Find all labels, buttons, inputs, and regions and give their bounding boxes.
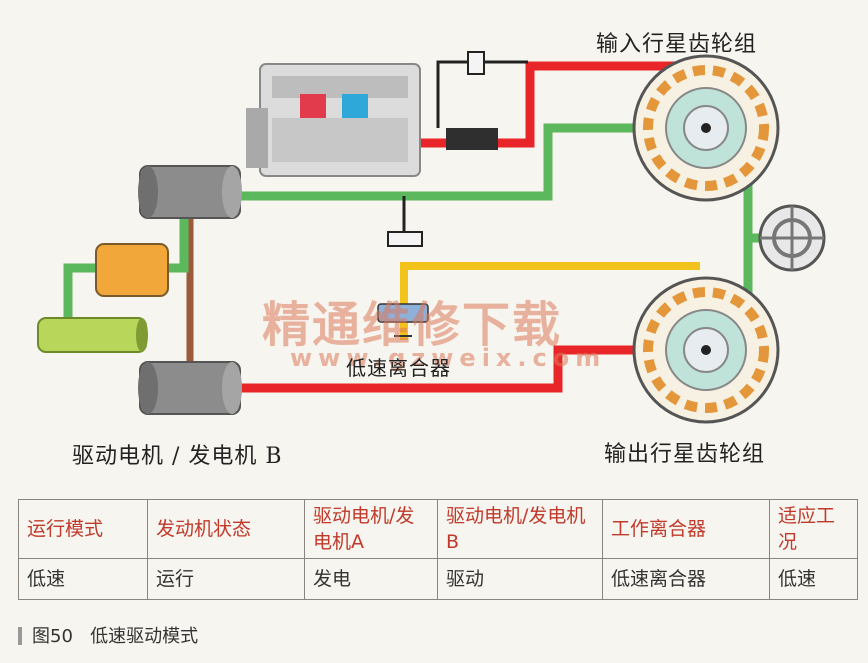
wheel-icon: [758, 204, 826, 272]
table-header-row: 运行模式 发动机状态 驱动电机/发电机A 驱动电机/发电机B 工作离合器 适应工…: [18, 499, 858, 559]
figure-number: 图50: [32, 626, 73, 647]
low-speed-clutch-label: 低速离合器: [346, 356, 451, 380]
watermark-url: www.gzweix.com: [290, 344, 607, 372]
clutch-icon: [387, 231, 423, 247]
figure-title: 低速驱动模式: [90, 626, 199, 647]
table-cell: 低速: [769, 558, 858, 600]
table-cell: 低速离合器: [602, 558, 770, 600]
table-cell: 驱动: [437, 558, 603, 600]
table-header-cell: 驱动电机/发电机B: [437, 499, 603, 559]
hybrid-drive-diagram: [37, 51, 826, 424]
table-cell: 低速: [18, 558, 148, 600]
damper-icon: [467, 51, 528, 75]
table-row: 低速 运行 发电 驱动 低速离合器 低速: [18, 558, 858, 600]
motor-b-icon: [138, 361, 242, 415]
output-planetary-gear-icon: [632, 276, 780, 424]
engine-link-path: [436, 60, 468, 128]
figure-caption: 图50 低速驱动模式: [18, 622, 198, 648]
engine-icon: [246, 63, 421, 177]
input-planetary-label: 输入行星齿轮组: [596, 32, 758, 57]
watermark-main: 精通维修下载: [262, 297, 563, 353]
output-planetary-label: 输出行星齿轮组: [604, 442, 766, 467]
table-header-cell: 适应工况: [769, 499, 858, 559]
generator-block-icon: [446, 128, 498, 150]
table-header-cell: 工作离合器: [602, 499, 770, 559]
input-planetary-gear-icon: [632, 54, 780, 202]
mode-table: 运行模式 发动机状态 驱动电机/发电机A 驱动电机/发电机B 工作离合器 适应工…: [18, 499, 858, 600]
battery-icon: [37, 317, 148, 353]
table-cell: 发电: [304, 558, 438, 600]
table-header-cell: 驱动电机/发电机A: [304, 499, 438, 559]
inverter-icon: [95, 243, 169, 297]
motor-b-label: 驱动电机 / 发电机 B: [72, 444, 283, 469]
table-header-cell: 运行模式: [18, 499, 148, 559]
motor-a-icon: [138, 165, 242, 219]
low-speed-clutch-icon: [377, 303, 429, 337]
table-header-cell: 发动机状态: [147, 499, 305, 559]
caption-bar-icon: [18, 627, 22, 645]
mechanical-path-main: [188, 123, 706, 201]
table-cell: 运行: [147, 558, 305, 600]
